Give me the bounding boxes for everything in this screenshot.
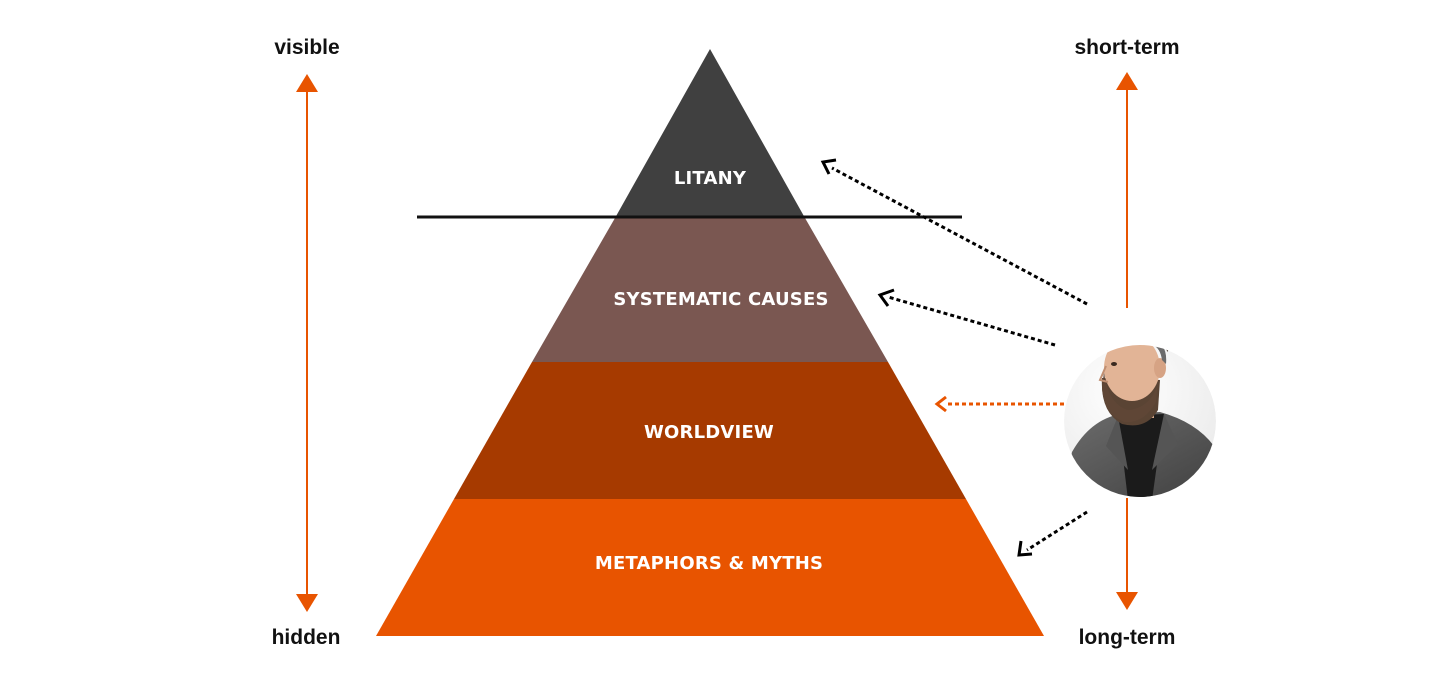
arrow-to-metaphors-myths bbox=[1017, 510, 1088, 557]
right-axis-up-arrowhead bbox=[1116, 72, 1138, 90]
pyramid-layer-worldview bbox=[454, 362, 966, 499]
pyramid-label-litany: LITANY bbox=[674, 168, 747, 189]
pyramid-layer-systematic-causes bbox=[532, 218, 888, 362]
left-axis-down-arrowhead bbox=[296, 594, 318, 612]
pyramid-label-metaphors-myths: METAPHORS & MYTHS bbox=[595, 553, 823, 574]
pyramid-layer-metaphors-myths bbox=[376, 499, 1044, 636]
left-axis: visible hidden bbox=[272, 36, 341, 649]
left-axis-top-label: visible bbox=[274, 36, 339, 59]
pyramid-label-systematic-causes: SYSTEMATIC CAUSES bbox=[613, 289, 828, 310]
arrow-to-systematic-causes bbox=[877, 288, 1056, 347]
person-portrait bbox=[1064, 345, 1216, 497]
pyramid-label-worldview: WORLDVIEW bbox=[644, 422, 774, 443]
arrow-to-litany bbox=[820, 158, 1088, 306]
right-axis: short-term long-term bbox=[1074, 36, 1179, 649]
right-axis-top-label: short-term bbox=[1074, 36, 1179, 59]
left-axis-bottom-label: hidden bbox=[272, 626, 341, 649]
right-axis-bottom-label: long-term bbox=[1079, 626, 1176, 649]
left-axis-up-arrowhead bbox=[296, 74, 318, 92]
shirt-shape bbox=[1118, 414, 1164, 497]
arrow-to-worldview bbox=[934, 395, 1064, 413]
dotted-arrows bbox=[820, 158, 1088, 557]
right-axis-down-arrowhead bbox=[1116, 592, 1138, 610]
pyramid-layer-litany bbox=[615, 49, 805, 218]
face-shape bbox=[1104, 345, 1160, 401]
pyramid: LITANY SYSTEMATIC CAUSES WORLDVIEW METAP… bbox=[376, 49, 1044, 636]
